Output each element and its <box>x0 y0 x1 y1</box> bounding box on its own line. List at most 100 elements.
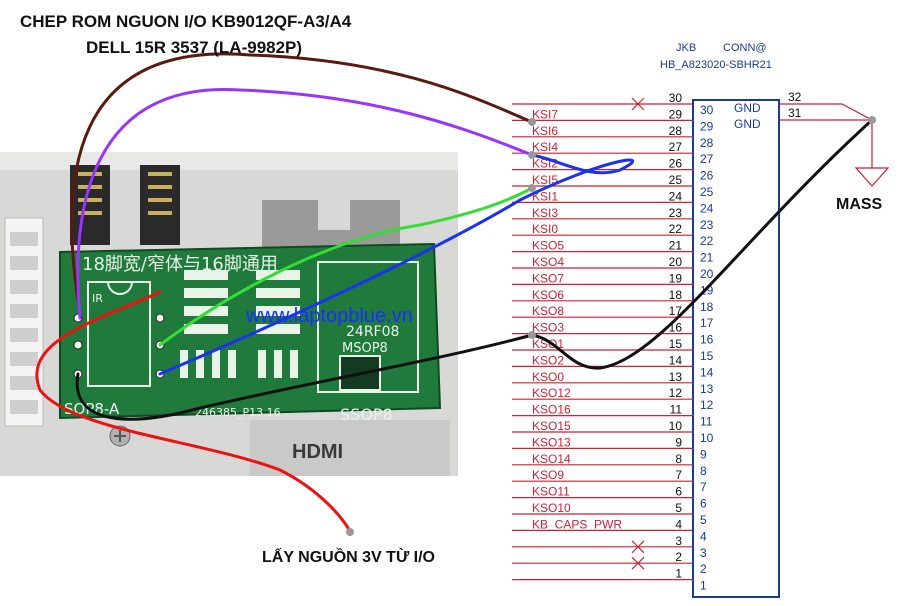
signal-kso5: KSO5 <box>532 239 564 253</box>
pin-inner-8: 8 <box>700 464 707 478</box>
signal-ksi1: KSI1 <box>532 189 558 203</box>
pcb-sop-label: SOP8-A <box>64 400 120 418</box>
gnd-pin-32: 32 <box>788 90 802 104</box>
pin-number-13: 13 <box>669 370 683 384</box>
pin-inner-18: 18 <box>700 300 714 314</box>
title-line-2: DELL 15R 3537 (LA-9982P) <box>86 38 303 57</box>
signal-kso3: KSO3 <box>532 321 564 335</box>
signal-kso13: KSO13 <box>532 435 571 449</box>
wire-purple <box>76 88 534 320</box>
signal-kso4: KSO4 <box>532 255 564 269</box>
pin-inner-3: 3 <box>700 546 707 560</box>
pcb-chinese-text: 18脚宽/窄体与16脚通用 <box>82 254 278 275</box>
no-connect-icon <box>631 540 645 554</box>
signal-ksi3: KSI3 <box>532 206 558 220</box>
pin-number-25: 25 <box>669 173 683 187</box>
junction-ksi7 <box>528 118 536 126</box>
gnd-pin-31: 31 <box>788 106 802 120</box>
pin-number-7: 7 <box>675 468 682 482</box>
pin-number-3: 3 <box>675 534 682 548</box>
pin-number-18: 18 <box>669 288 683 302</box>
socket-right <box>140 165 180 245</box>
adapter-pcb: 18脚宽/窄体与16脚通用 IR 24RF08 MSOP8 SSOP8 SOP8… <box>59 242 442 424</box>
pin-inner-25: 25 <box>700 185 714 199</box>
pin-inner-20: 20 <box>700 267 714 281</box>
pin-inner-4: 4 <box>700 529 707 543</box>
junction-ksi5 <box>528 184 536 192</box>
socket-left <box>70 165 110 245</box>
no-connect-icon <box>631 97 645 111</box>
pcb-ssop-label: SSOP8 <box>340 405 393 424</box>
mass-label: MASS <box>836 196 883 213</box>
watermark: www.laptopblue.vn <box>245 305 413 327</box>
pin-number-28: 28 <box>669 124 683 138</box>
signal-kso12: KSO12 <box>532 386 571 400</box>
title-line-1: CHEP ROM NGUON I/O KB9012QF-A3/A4 <box>20 12 352 31</box>
hdmi-label: HDMI <box>292 441 343 463</box>
pin-inner-11: 11 <box>700 415 713 429</box>
signal-ksi7: KSI7 <box>532 107 558 121</box>
pin-inner-17: 17 <box>700 316 714 330</box>
pin-rows: 30302929KSI72828KSI62727KSI42626KSI22525… <box>512 91 714 593</box>
signal-ksi0: KSI0 <box>532 222 558 236</box>
pin-number-4: 4 <box>675 517 682 531</box>
pin-number-27: 27 <box>669 140 683 154</box>
pin-inner-23: 23 <box>700 218 714 232</box>
signal-kb_caps_pwr: KB_CAPS_PWR <box>532 517 622 531</box>
pin-number-24: 24 <box>669 189 683 203</box>
junction-gnd <box>868 116 876 124</box>
pin-number-11: 11 <box>670 403 683 417</box>
pin-number-29: 29 <box>669 107 683 121</box>
signal-ksi4: KSI4 <box>532 140 558 154</box>
pin-number-1: 1 <box>675 567 682 581</box>
junction-kso3 <box>528 331 536 339</box>
pin-inner-14: 14 <box>700 365 714 379</box>
pcb-ir-label: IR <box>92 292 103 305</box>
photo-region: HDMI 18脚宽/窄体与16脚通用 IR <box>0 152 458 476</box>
gnd-label-31: GND <box>734 117 761 131</box>
pcb-part-code: 246385_P13.16 <box>195 406 281 419</box>
pin-inner-30: 30 <box>700 103 714 117</box>
pin-inner-2: 2 <box>700 562 707 576</box>
signal-kso8: KSO8 <box>532 304 564 318</box>
pin-inner-7: 7 <box>700 480 707 494</box>
connector-part: CONN@ <box>723 42 767 54</box>
pin-number-5: 5 <box>675 501 682 515</box>
gnd-label-32: GND <box>734 101 761 115</box>
pin-inner-24: 24 <box>700 201 714 215</box>
signal-kso15: KSO15 <box>532 419 571 433</box>
pin-number-10: 10 <box>669 419 683 433</box>
signal-kso11: KSO11 <box>532 485 570 499</box>
wire-red <box>35 290 352 534</box>
signal-kso7: KSO7 <box>532 271 564 285</box>
pin-inner-19: 19 <box>700 283 714 297</box>
pin-number-20: 20 <box>669 255 683 269</box>
pin-inner-12: 12 <box>700 398 714 412</box>
wires <box>35 52 874 534</box>
pin-number-2: 2 <box>675 550 682 564</box>
connector-ref: JKB <box>676 42 696 54</box>
wire-black <box>75 118 874 421</box>
pin-inner-10: 10 <box>700 431 714 445</box>
ground-symbol-icon <box>854 167 890 187</box>
pin-inner-5: 5 <box>700 513 707 527</box>
connector-body <box>692 99 780 598</box>
pin-number-30: 30 <box>669 91 683 105</box>
pin-number-15: 15 <box>669 337 683 351</box>
pin-inner-1: 1 <box>700 579 707 593</box>
pin-number-8: 8 <box>675 452 682 466</box>
signal-kso16: KSO16 <box>532 403 571 417</box>
pin-inner-21: 21 <box>700 251 714 265</box>
wire-blue <box>158 153 635 376</box>
signal-kso2: KSO2 <box>532 353 564 367</box>
pcb-msop-label: MSOP8 <box>342 341 388 356</box>
pin-inner-16: 16 <box>700 333 714 347</box>
pin-inner-28: 28 <box>700 136 714 150</box>
connector-model: HB_A823020-SBHR21 <box>660 59 772 71</box>
pcb-chip-label: 24RF08 <box>346 324 399 340</box>
pin-number-26: 26 <box>669 157 683 171</box>
pin-number-23: 23 <box>669 206 683 220</box>
signal-ksi6: KSI6 <box>532 124 558 138</box>
